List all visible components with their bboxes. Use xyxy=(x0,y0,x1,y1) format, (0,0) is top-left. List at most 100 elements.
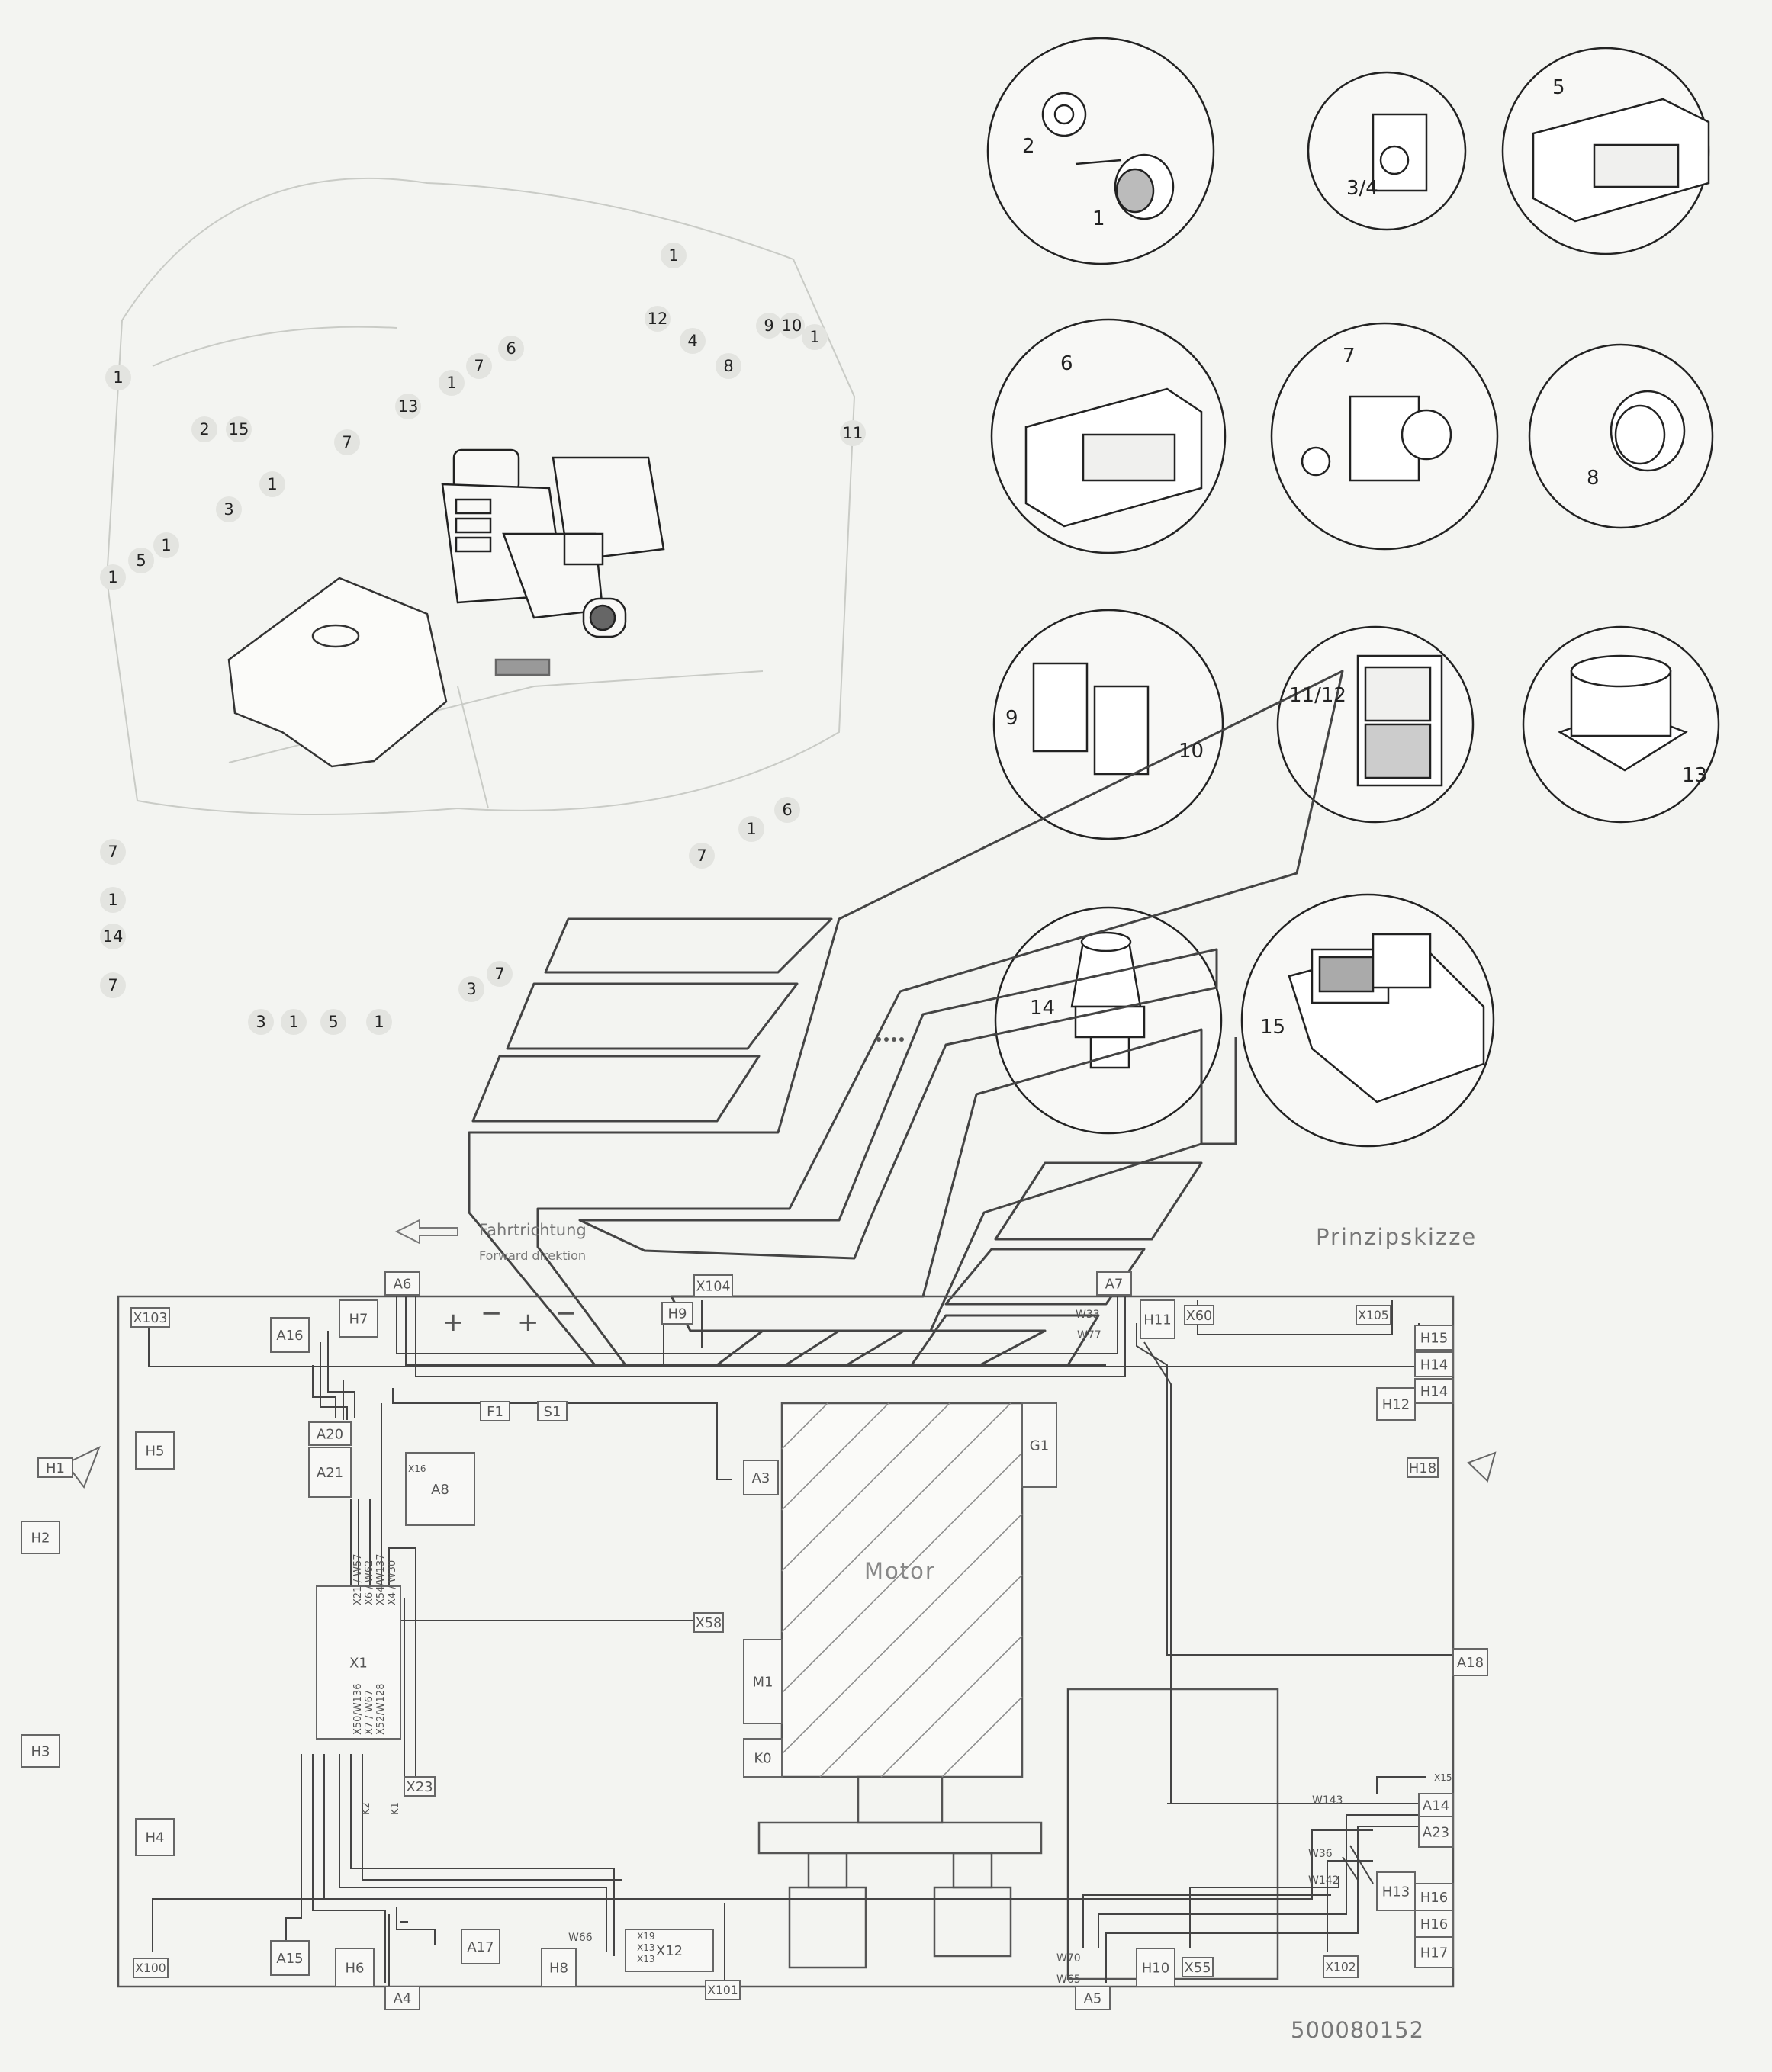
module-label-h2: H2 xyxy=(31,1530,50,1546)
module-label-h10: H10 xyxy=(1142,1960,1169,1976)
svg-text:1: 1 xyxy=(108,891,117,909)
module-box-h12 xyxy=(1376,1387,1416,1421)
component-label: 5 xyxy=(1552,76,1565,99)
engine-block xyxy=(441,448,665,676)
wire-label-w143: W143 xyxy=(1312,1794,1343,1807)
module-box-a4 xyxy=(384,1986,420,2010)
module-box-m1 xyxy=(743,1639,783,1724)
callout-marker: 1 xyxy=(439,370,465,396)
module-label-h9: H9 xyxy=(668,1306,687,1322)
module-label-h16a: H16 xyxy=(1420,1890,1448,1906)
module-label-a6: A6 xyxy=(394,1276,412,1292)
svg-text:6: 6 xyxy=(506,339,516,358)
module-label-x103: X103 xyxy=(133,1311,167,1326)
document-number: 500080152 xyxy=(1291,2017,1424,2043)
minus-sign: − xyxy=(555,1298,577,1328)
module-label-a20: A20 xyxy=(317,1426,343,1442)
component-label: 7 xyxy=(1343,345,1356,368)
module-label-a5: A5 xyxy=(1084,1990,1102,2006)
svg-text:1: 1 xyxy=(809,328,819,346)
module-label-x58: X58 xyxy=(696,1616,722,1631)
svg-text:1: 1 xyxy=(113,368,123,387)
relay-label-k2: K2 xyxy=(361,1802,372,1815)
relay-label-k1: K1 xyxy=(390,1802,401,1815)
wire-label-w36: W36 xyxy=(1308,1848,1333,1860)
module-box-a23 xyxy=(1418,1816,1454,1848)
x1-pin-label-6: X7 / W67 xyxy=(364,1690,375,1735)
svg-text:1: 1 xyxy=(288,1013,298,1031)
module-box-h3 xyxy=(21,1734,60,1768)
wire-labels: W33 W77 W143 W36 W142 W66 W70 W65 X21 / … xyxy=(352,1309,1343,1986)
svg-text:2: 2 xyxy=(199,420,209,438)
module-label-h14b: H14 xyxy=(1420,1383,1448,1399)
callout-marker: 8 xyxy=(716,353,741,379)
module-label-h5: H5 xyxy=(146,1443,165,1459)
module-label-x23: X23 xyxy=(406,1779,433,1795)
callout-marker: 7 xyxy=(689,843,715,869)
module-box-x23 xyxy=(404,1776,436,1797)
component-label: 8 xyxy=(1587,467,1600,490)
callout-marker: 1 xyxy=(153,532,179,558)
wiring-lines xyxy=(148,1289,1453,1990)
module-label-a14: A14 xyxy=(1423,1797,1449,1813)
svg-text:15: 15 xyxy=(229,420,249,438)
callout-marker: 12 xyxy=(645,306,671,332)
svg-text:4: 4 xyxy=(687,332,697,350)
svg-text:10: 10 xyxy=(782,316,802,335)
module-box-x105 xyxy=(1356,1305,1391,1325)
wire-label-w77: W77 xyxy=(1077,1329,1101,1341)
motor-label: Motor xyxy=(864,1558,936,1584)
module-label-x102: X102 xyxy=(1325,1961,1356,1974)
module-label-x1: X1 xyxy=(349,1655,368,1671)
module-label-h12: H12 xyxy=(1382,1396,1410,1412)
svg-text:1: 1 xyxy=(668,246,678,265)
svg-text:1: 1 xyxy=(374,1013,384,1031)
module-box-h13 xyxy=(1376,1871,1416,1911)
wire-label-w65: W65 xyxy=(1056,1974,1081,1986)
module-box-x103 xyxy=(130,1307,170,1328)
component-label: 9 xyxy=(1005,707,1018,730)
callout-marker: 5 xyxy=(320,1009,346,1035)
module-label-h17: H17 xyxy=(1420,1945,1448,1961)
module-box-x102 xyxy=(1323,1955,1359,1978)
minus-sign: − xyxy=(481,1298,503,1328)
module-box-x58 xyxy=(693,1612,724,1633)
module-label-h8: H8 xyxy=(549,1960,568,1976)
module-label-a17: A17 xyxy=(467,1939,494,1955)
module-box-h1 xyxy=(37,1457,73,1478)
terminal-signs: + − + − xyxy=(442,1298,577,1338)
callout-marker: 1 xyxy=(100,887,126,913)
component-label: 6 xyxy=(1060,352,1073,375)
module-box-h8 xyxy=(541,1948,577,1987)
module-box-h2 xyxy=(21,1521,60,1554)
direction-label-en: Forward direktion xyxy=(479,1248,586,1263)
x1-pin-label-1: X21 / W57 xyxy=(352,1554,364,1606)
module-label-a3: A3 xyxy=(752,1470,770,1486)
module-box-x12 xyxy=(625,1929,714,1972)
module-box-h16a xyxy=(1414,1883,1454,1911)
module-box-a3 xyxy=(743,1460,779,1495)
svg-text:1: 1 xyxy=(746,820,756,838)
module-box-a6 xyxy=(384,1271,420,1296)
module-box-a18 xyxy=(1452,1648,1488,1676)
callout-marker: 5 xyxy=(128,548,154,573)
module-box-s1 xyxy=(537,1401,568,1421)
callout-marker: 2 xyxy=(191,416,217,442)
callout-marker: 6 xyxy=(498,336,524,361)
module-box-h14a xyxy=(1414,1351,1454,1377)
module-box-k0 xyxy=(743,1738,783,1778)
module-box-a21 xyxy=(308,1447,352,1498)
module-box-h16b xyxy=(1414,1910,1454,1938)
callout-marker: 7 xyxy=(487,961,513,987)
module-box-h11 xyxy=(1140,1299,1175,1339)
module-box-a17 xyxy=(461,1929,500,1964)
module-label-h14a: H14 xyxy=(1420,1357,1448,1373)
module-label-h18: H18 xyxy=(1409,1460,1436,1476)
module-boxes xyxy=(21,1271,1488,2010)
motor-hatching xyxy=(781,1402,1023,1778)
svg-text:9: 9 xyxy=(764,316,773,335)
module-label-h1: H1 xyxy=(46,1460,65,1476)
